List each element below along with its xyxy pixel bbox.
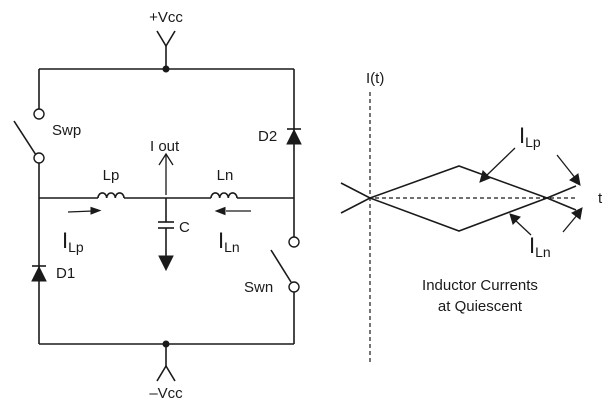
inductor-ln (210, 192, 238, 199)
iln-waveform-label: ILn (529, 233, 551, 260)
inductor-lp (97, 192, 125, 199)
capacitor-label: C (179, 219, 190, 236)
diode-d2 (286, 69, 302, 198)
y-axis-label: I(t) (366, 70, 384, 87)
current-arrow-ilp (67, 206, 102, 215)
current-ilp-label: ILp (62, 228, 84, 255)
current-iln-label: ILn (218, 228, 240, 255)
supply-negative-terminal (156, 340, 176, 382)
waveform-caption-line2: at Quiescent (438, 298, 523, 315)
inductor-lp-label: Lp (103, 167, 120, 184)
switch-swp-label: Swp (52, 122, 81, 139)
capacitor-c (158, 198, 174, 256)
switch-swp (13, 69, 45, 198)
switch-swn-label: Swn (244, 279, 273, 296)
waveform-caption-line1: Inductor Currents (422, 277, 538, 294)
diode-d1-label: D1 (56, 265, 75, 282)
switch-swn (270, 198, 300, 344)
output-current-arrow (158, 152, 174, 195)
ilp-waveform-label: ILp (519, 123, 541, 150)
supply-negative-label: –Vcc (149, 385, 183, 402)
current-arrow-iln (214, 206, 251, 216)
iln-waveform (340, 197, 577, 232)
diode-d2-label: D2 (258, 128, 277, 145)
supply-positive-label: +Vcc (149, 9, 183, 26)
output-arrow-down (158, 255, 174, 272)
ilp-pointer-arrows (479, 147, 581, 186)
waveform-plot: I(t) t ILp ILn Inductor Currents (340, 70, 603, 364)
x-axis-label: t (598, 190, 603, 207)
circuit-schematic: +Vcc Swp D2 Lp Ln (13, 9, 302, 402)
ilp-waveform (340, 165, 577, 199)
iln-pointer-arrows (509, 207, 583, 236)
supply-positive-terminal (156, 30, 176, 73)
output-current-label: I out (150, 138, 180, 155)
inductor-ln-label: Ln (217, 167, 234, 184)
diode-d1 (31, 198, 47, 344)
